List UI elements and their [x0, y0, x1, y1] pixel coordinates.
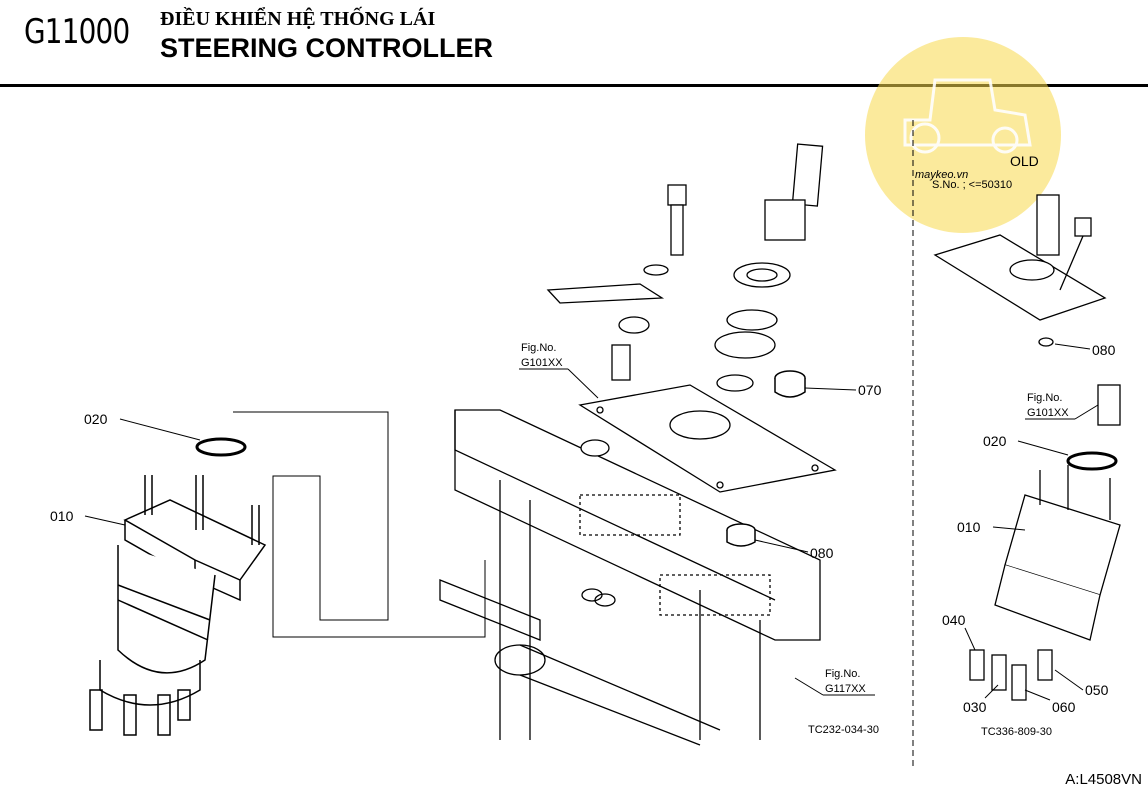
leader-070: [804, 387, 857, 391]
steering-controller-valve: [89, 475, 267, 736]
document-reference: A:L4508VN: [1065, 771, 1142, 788]
title-english: STEERING CONTROLLER: [160, 33, 494, 63]
steering-shaft-assembly: [714, 143, 824, 392]
callout-right-020[interactable]: 020: [983, 433, 1007, 449]
fig-ref-g101-code[interactable]: G101XX: [521, 357, 563, 369]
right-plate-assembly: [933, 194, 1121, 471]
leader-right-020: [1017, 440, 1069, 456]
old-label: OLD: [1010, 153, 1039, 169]
leader-080: [754, 539, 809, 553]
callout-020[interactable]: 020: [84, 411, 108, 427]
watermark-circle: [865, 37, 1061, 233]
hose-route-outline: [233, 411, 486, 638]
fig-ref-g101-label: Fig.No.: [521, 342, 556, 354]
leader-060: [1024, 689, 1051, 701]
fig-ref-leader: [567, 368, 599, 399]
fig-ref-g117-label: Fig.No.: [825, 668, 860, 680]
header-divider: [0, 84, 1148, 87]
watermark-text: maykeo.vn: [915, 169, 968, 181]
callout-040[interactable]: 040: [942, 612, 966, 628]
leader-right-080: [1054, 343, 1091, 350]
leader-020: [119, 418, 201, 441]
callout-010[interactable]: 010: [50, 508, 74, 524]
bolt-assembly: [546, 184, 687, 457]
leader-030: [984, 684, 999, 699]
callout-050[interactable]: 050: [1085, 682, 1109, 698]
drawing-code-left: TC232-034-30: [808, 724, 879, 736]
callout-030[interactable]: 030: [963, 699, 987, 715]
mounting-plate: [578, 384, 837, 493]
right-controller-valve: [969, 465, 1121, 701]
callout-060[interactable]: 060: [1052, 699, 1076, 715]
nut-070: [774, 370, 806, 398]
leader-right-010: [992, 526, 1026, 531]
drawing-code-right: TC336-809-30: [981, 726, 1052, 738]
fig-ref-leader: [794, 677, 824, 696]
fig-ref-g117-code[interactable]: G117XX: [825, 683, 866, 695]
fig-ref-right-label: Fig.No.: [1027, 392, 1062, 404]
callout-070[interactable]: 070: [858, 382, 882, 398]
o-ring-020: [195, 437, 247, 457]
part-group-code: G11000: [24, 12, 130, 52]
title-vietnamese: ĐIỀU KHIỂN HỆ THỐNG LÁI: [160, 8, 436, 30]
serial-range: S.No. ; <=50310: [932, 179, 1012, 191]
tractor-logo-icon: [903, 78, 1032, 154]
leader-010: [84, 515, 126, 526]
fig-ref-leader: [1074, 404, 1099, 420]
callout-right-080[interactable]: 080: [1092, 342, 1116, 358]
leader-040: [964, 627, 976, 651]
fig-ref-right-code[interactable]: G101XX: [1027, 407, 1069, 419]
leader-050: [1054, 669, 1084, 691]
collar-080: [726, 523, 756, 547]
steering-frame: [439, 409, 821, 746]
callout-right-010[interactable]: 010: [957, 519, 981, 535]
callout-080[interactable]: 080: [810, 545, 834, 561]
